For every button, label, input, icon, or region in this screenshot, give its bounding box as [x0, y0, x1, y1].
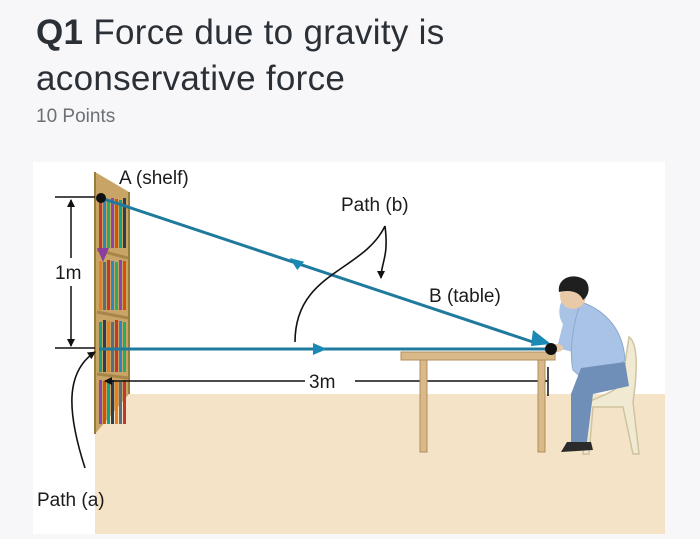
point-a-label: A (shelf)	[119, 168, 189, 189]
book-spine	[111, 261, 114, 310]
question-title-line2: aconservative force	[36, 59, 346, 98]
path-a-line	[99, 343, 553, 355]
book-spine	[115, 199, 118, 248]
book-spine	[103, 262, 106, 310]
path-b-label: Path (b)	[341, 195, 409, 216]
diagram-canvas: 1m 3m	[37, 168, 665, 534]
distance-dimension	[104, 367, 549, 396]
book-spine	[119, 200, 122, 248]
book-spine	[115, 320, 118, 372]
seated-person	[551, 276, 629, 452]
floor	[95, 394, 665, 534]
book-spine	[103, 381, 106, 424]
book-spine	[119, 382, 122, 424]
distance-label: 3m	[309, 372, 335, 393]
book-spine	[107, 200, 110, 248]
question-title-text: Force due to gravity is	[93, 13, 445, 52]
question-points: 10 Points	[36, 106, 116, 127]
book-spine	[107, 382, 110, 424]
book-spine	[123, 261, 126, 310]
book-spine	[119, 260, 122, 310]
point-b-label: B (table)	[429, 286, 501, 307]
book-spine	[115, 381, 118, 424]
book-spine	[119, 321, 122, 372]
book-spine	[111, 322, 114, 372]
question-header: Q1 Force due to gravity is aconservative…	[36, 10, 676, 128]
book-spine	[123, 380, 126, 424]
bookshelf	[94, 172, 130, 434]
book-spine	[111, 198, 114, 248]
table	[400, 351, 556, 453]
book-spine	[107, 260, 110, 310]
point-a-dot	[96, 193, 106, 203]
book-spine	[103, 199, 106, 248]
book-spine	[115, 262, 118, 310]
book-spine	[99, 261, 102, 310]
book-spine	[99, 198, 102, 248]
question-title: Q1 Force due to gravity is aconservative…	[36, 10, 676, 102]
book-spine	[99, 322, 102, 372]
book-spine	[107, 321, 110, 372]
book-spine	[103, 320, 106, 372]
down-arrow	[97, 248, 109, 262]
path-a-callout-arrow	[71, 351, 96, 469]
point-b-dot	[545, 343, 557, 355]
path-a-label: Path (a)	[37, 490, 105, 511]
height-label: 1m	[55, 263, 81, 284]
book-spine	[99, 380, 102, 424]
question-number: Q1	[36, 13, 84, 52]
book-spine	[123, 322, 126, 372]
physics-diagram: 1m 3m	[33, 162, 665, 534]
height-dimension	[55, 196, 95, 349]
book-spine	[111, 380, 114, 424]
book-spine	[123, 198, 126, 248]
path-b-line	[100, 196, 551, 346]
path-b-callout-arrows	[294, 225, 386, 343]
